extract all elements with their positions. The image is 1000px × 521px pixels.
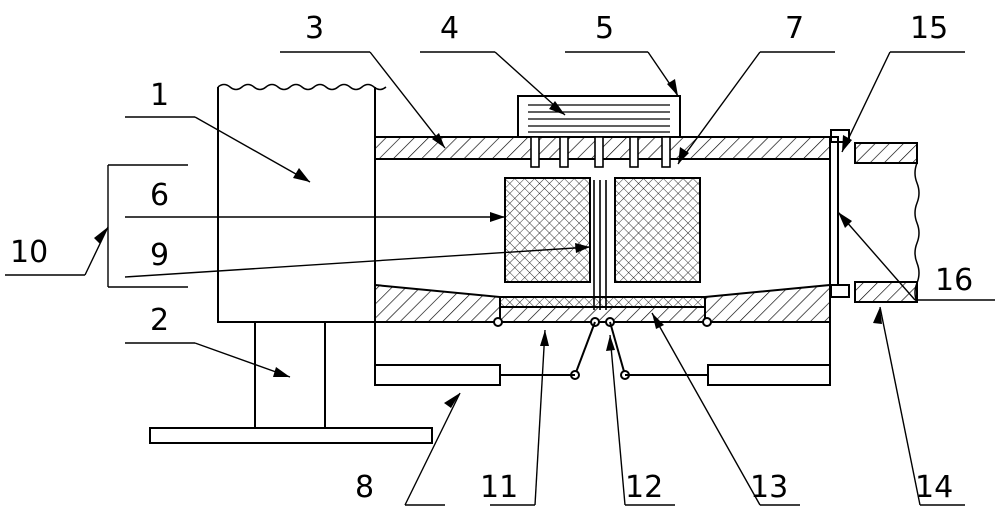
label-5: 5 <box>595 11 614 46</box>
label-7: 7 <box>785 11 804 46</box>
label-6: 6 <box>150 178 169 213</box>
filter-block-left <box>504 177 591 283</box>
bottom-screen <box>499 296 706 323</box>
label-13: 13 <box>750 470 788 505</box>
label-9: 9 <box>150 238 169 273</box>
label-14: 14 <box>915 470 953 505</box>
label-10: 10 <box>10 235 48 270</box>
end-flange <box>829 129 850 298</box>
label-1: 1 <box>150 78 169 113</box>
hinged-flaps <box>493 317 712 380</box>
support-stand <box>149 322 433 444</box>
actuator-right <box>625 322 831 386</box>
separator-plate <box>593 180 607 310</box>
actuator-left <box>374 322 575 386</box>
lower-housing-left <box>374 283 501 323</box>
leader-lines <box>5 51 995 506</box>
hopper-box <box>217 83 387 323</box>
lower-housing-right <box>704 283 831 323</box>
label-16: 16 <box>935 263 973 298</box>
label-11: 11 <box>480 470 518 505</box>
filter-block-right <box>614 177 701 283</box>
nozzles <box>530 136 671 168</box>
arrowheads <box>94 79 882 408</box>
label-4: 4 <box>440 11 459 46</box>
label-12: 12 <box>625 470 663 505</box>
cooling-box <box>517 95 681 138</box>
label-3: 3 <box>305 11 324 46</box>
label-8: 8 <box>355 470 374 505</box>
outlet-pipe <box>854 142 920 303</box>
label-2: 2 <box>150 303 169 338</box>
label-15: 15 <box>910 11 948 46</box>
